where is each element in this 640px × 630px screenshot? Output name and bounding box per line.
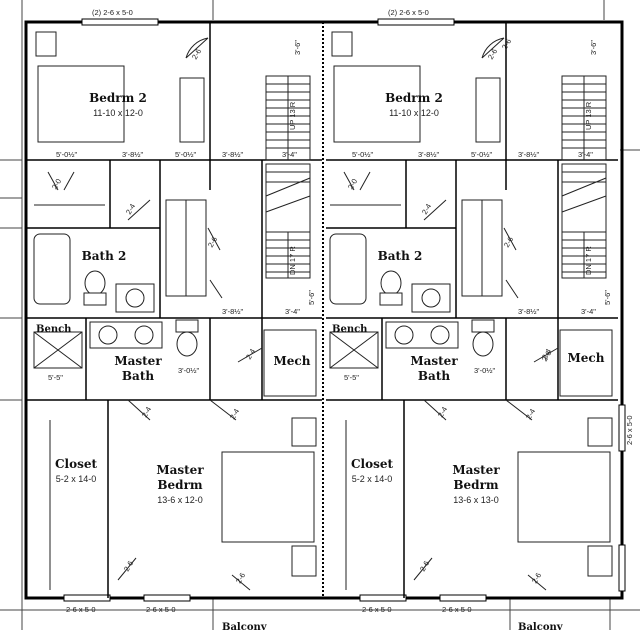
header-window-right: (2) 2-6 x 5-0	[377, 8, 455, 26]
bedroom2-furniture	[331, 31, 505, 143]
dim-d: 3'-8½"	[518, 150, 540, 159]
bedroom2-name: Bedrm 2	[89, 91, 147, 105]
closet-name: Closet	[55, 457, 98, 471]
master-bath-fixtures	[33, 318, 317, 400]
footer-window-label: 2-6 x 5-0	[66, 605, 96, 614]
bedroom2-size: 11-10 x 12-0	[389, 108, 439, 118]
master-bedroom-name-1: Master	[156, 463, 204, 477]
door-tag: 2-4	[140, 405, 153, 419]
closet-size: 5-2 x 14-0	[352, 474, 393, 484]
closet-size: 5-2 x 14-0	[56, 474, 97, 484]
dimension-row-lower: 3'-8½" 3'-4" 3'-0½" 5'-5" 3'-6" 5'-6"	[344, 40, 612, 382]
dimension-row-lower: 3'-8½" 3'-4" 3'-0½" 5'-5" 3'-6" 5'-6"	[48, 40, 316, 382]
dim-j: 3'-6"	[293, 40, 302, 55]
dimension-row-upper: 5'-0½" 3'-8½" 5'-0½" 3'-8½" 3'-4"	[56, 150, 297, 159]
header-window-label: (2) 2-6 x 5-0	[92, 8, 133, 17]
master-bath-name-1: Master	[114, 354, 162, 368]
door-tag: 2-6	[190, 47, 203, 61]
side-window: 2-6 x 5-0	[618, 404, 634, 592]
door-tag: 2-6	[486, 47, 499, 61]
footer-window-label: 2-6 x 5-0	[442, 605, 472, 614]
dim-e: 3'-4"	[578, 150, 593, 159]
master-bath-fixtures	[329, 318, 613, 400]
bedroom2-furniture	[35, 31, 209, 143]
dim-b: 3'-8½"	[122, 150, 144, 159]
master-bedroom-name-2: Bedrm	[157, 478, 202, 492]
door-tag: 2-6	[530, 571, 543, 585]
mech-name: Mech	[568, 351, 605, 365]
bath2-name: Bath 2	[82, 249, 127, 263]
bedroom2-name: Bedrm 2	[385, 91, 443, 105]
dim-e: 3'-4"	[282, 150, 297, 159]
unit-right: UP 13 R DN 17 R Bedrm 2 11-10 x 12-0 5'-…	[326, 22, 618, 598]
stair-up-label: UP 13 R	[584, 101, 593, 130]
master-bedroom-size: 13-6 x 12-0	[157, 495, 203, 505]
dim-c: 5'-0½"	[471, 150, 493, 159]
master-bedroom-name-2: Bedrm	[453, 478, 498, 492]
stair: UP 13 R DN 17 R	[561, 75, 607, 279]
mech-name: Mech	[274, 354, 311, 368]
stair-up-label: UP 13 R	[288, 101, 297, 130]
stair-down-label: DN 17 R	[288, 246, 297, 275]
master-bedroom-furniture	[345, 399, 613, 598]
bench-label: Bench	[332, 324, 368, 335]
footer-windows: 2-6 x 5-0 2-6 x 5-0 2-6 x 5-0 2-6 x 5-0 …	[63, 594, 564, 630]
outer-walls	[24, 20, 624, 600]
bench-label: Bench	[36, 324, 72, 335]
bath2-fixtures	[26, 199, 223, 313]
master-bedroom-furniture	[49, 399, 317, 598]
master-bedroom-name-1: Master	[452, 463, 500, 477]
dim-i: 5'-5"	[48, 373, 63, 382]
dim-d: 3'-8½"	[222, 150, 244, 159]
dimension-row-upper: 5'-0½" 3'-8½" 5'-0½" 3'-8½" 3'-4"	[352, 150, 593, 159]
dim-g: 3'-4"	[285, 307, 300, 316]
header-window-label: (2) 2-6 x 5-0	[388, 8, 429, 17]
dim-i: 5'-5"	[344, 373, 359, 382]
dim-k: 5'-6"	[307, 290, 316, 305]
dim-g: 3'-4"	[581, 307, 596, 316]
door-tag: 2-4	[524, 407, 537, 421]
footer-window-label: 2-6 x 5-0	[146, 605, 176, 614]
door-tag: 2-6	[502, 235, 515, 249]
dim-a: 5'-0½"	[56, 150, 78, 159]
header-window-left: (2) 2-6 x 5-0	[81, 8, 159, 26]
master-bath-name-2: Bath	[418, 369, 450, 383]
door-tag: 2-4	[244, 347, 257, 361]
dim-f: 3'-8½"	[518, 307, 540, 316]
stair: UP 13 R DN 17 R	[265, 75, 311, 279]
bath2-fixtures	[326, 199, 519, 313]
master-bath-name-2: Bath	[122, 369, 154, 383]
dim-c: 5'-0½"	[175, 150, 197, 159]
dim-k: 5'-6"	[603, 290, 612, 305]
bath2-name: Bath 2	[378, 249, 423, 263]
side-window-label: 2-6 x 5-0	[625, 415, 634, 445]
door-tag: 2-6	[206, 235, 219, 249]
balcony-label: Balcony	[518, 622, 564, 630]
stair-down-label: DN 17 R	[584, 246, 593, 275]
master-bath-name-1: Master	[410, 354, 458, 368]
door-tag: 2-4	[436, 405, 449, 419]
hall-closets	[330, 160, 457, 318]
dim-f: 3'-8½"	[222, 307, 244, 316]
door-tag: 2-6	[500, 37, 513, 51]
door-tag: 2-6	[234, 571, 247, 585]
hall-closets	[34, 160, 161, 318]
unit-left: UP 13 R DN 17 R Bedrm 2 11-10 x 12-0 5'-…	[26, 22, 322, 598]
dim-h: 3'-0½"	[178, 366, 200, 375]
dim-j: 3'-6"	[589, 40, 598, 55]
footer-window-label: 2-6 x 5-0	[362, 605, 392, 614]
door-tag: 2-4	[228, 407, 241, 421]
dim-b: 3'-8½"	[418, 150, 440, 159]
master-bedroom-size: 13-6 x 13-0	[453, 495, 499, 505]
dim-h: 3'-0½"	[474, 366, 496, 375]
bedroom2-size: 11-10 x 12-0	[93, 108, 143, 118]
balcony-label: Balcony	[222, 622, 268, 630]
closet-name: Closet	[351, 457, 394, 471]
dim-a: 5'-0½"	[352, 150, 374, 159]
